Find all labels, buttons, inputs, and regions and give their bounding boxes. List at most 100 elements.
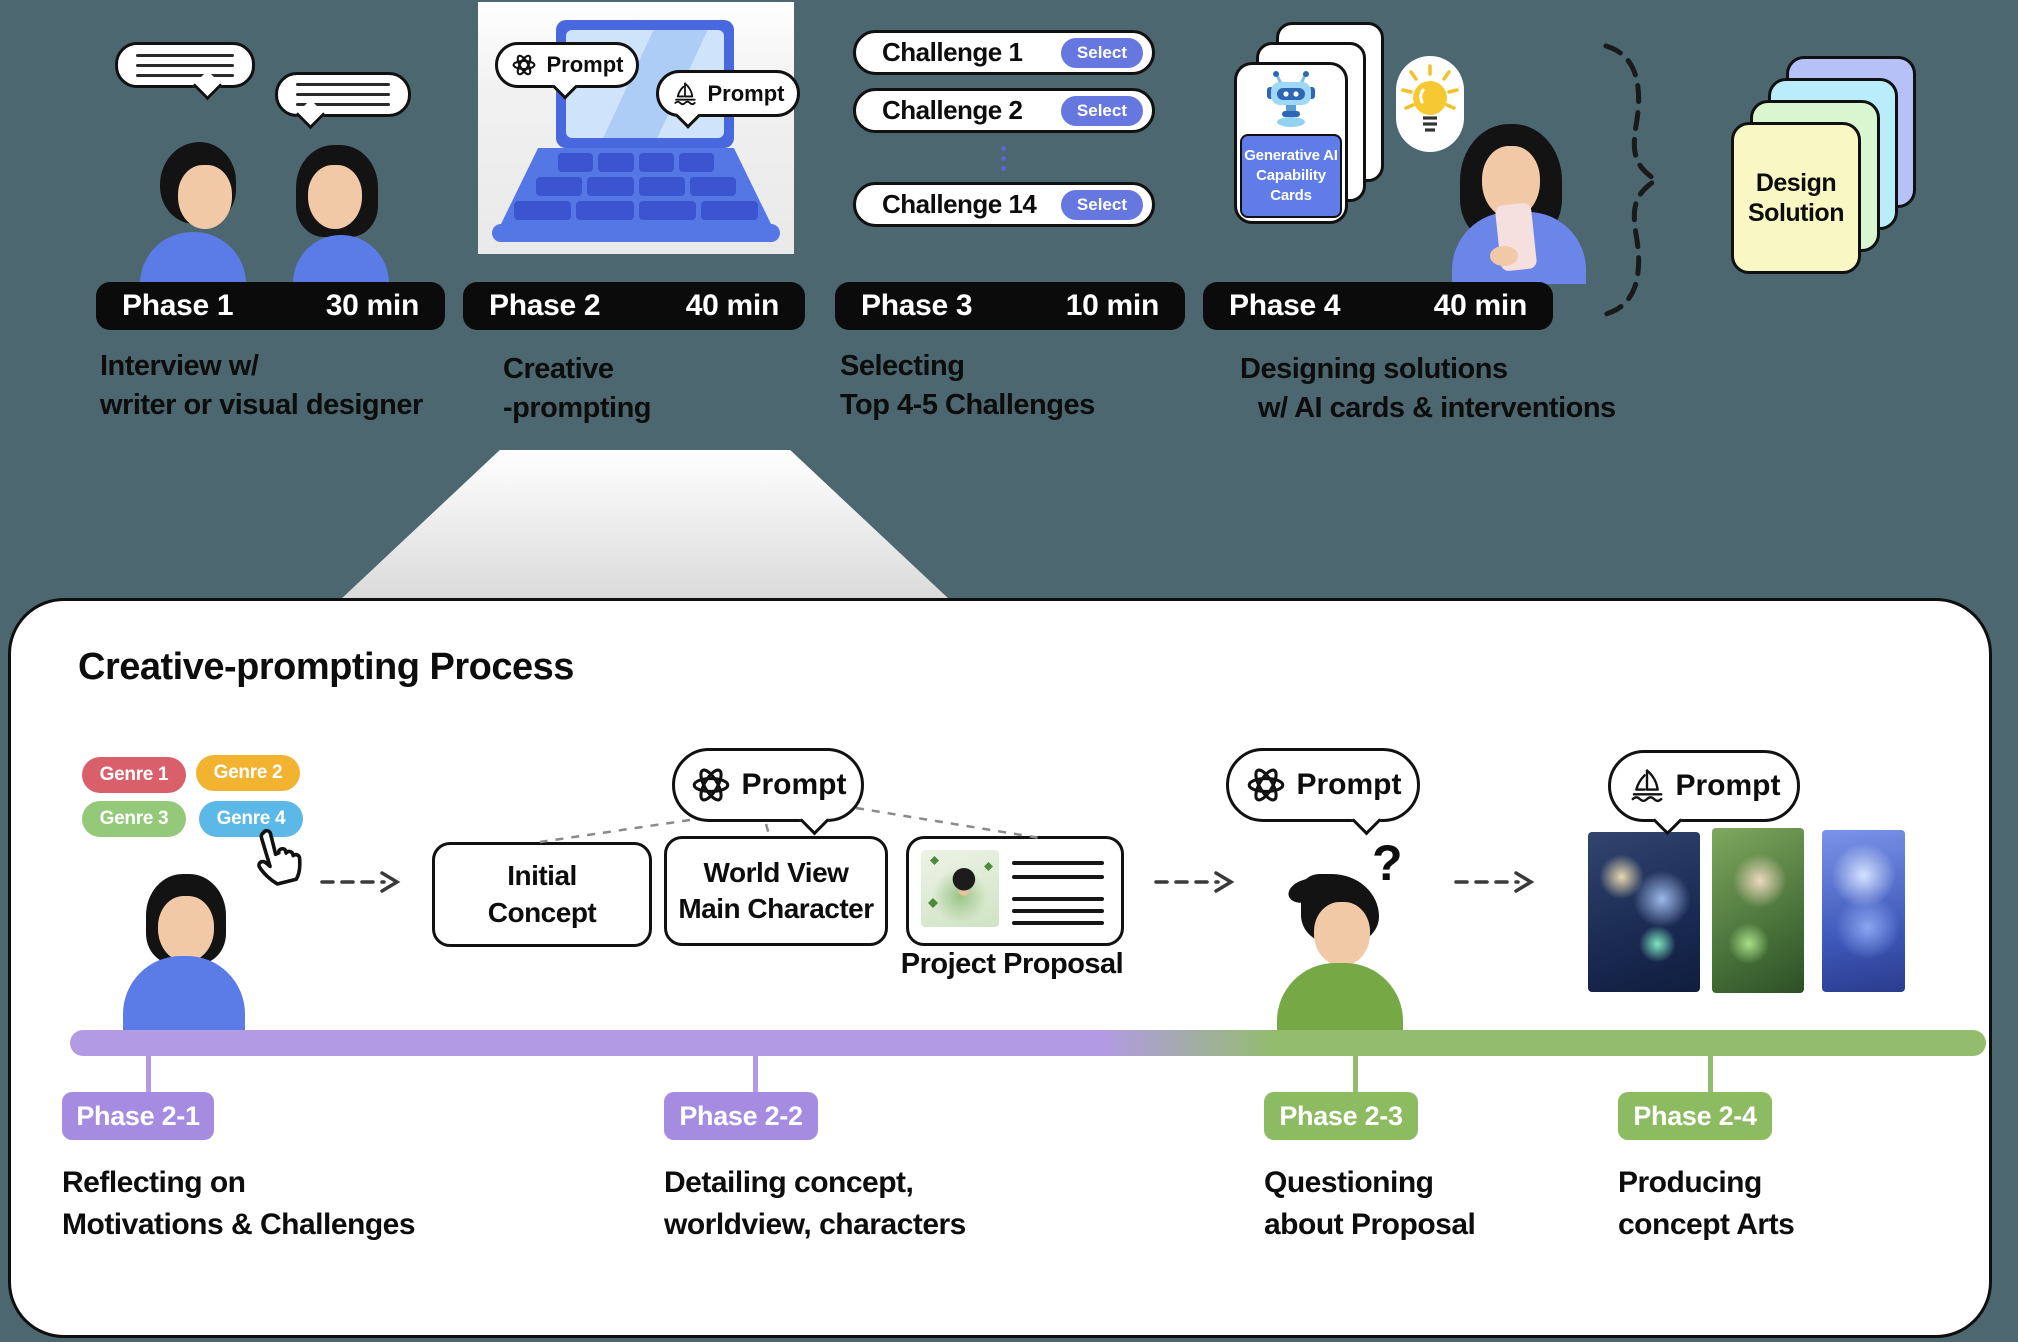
design-solution-label: Design <box>1755 169 1837 197</box>
laptop-base <box>492 224 780 242</box>
challenge-row: Challenge 14 Select <box>853 182 1155 227</box>
keyboard-key <box>689 177 736 196</box>
genre-chip-4[interactable]: Genre 4 <box>199 801 303 837</box>
ai-card-label-line: Generative AI <box>1244 146 1338 164</box>
openai-logo-icon <box>1247 768 1284 802</box>
phase2-timeline-bar <box>70 1030 1986 1056</box>
funnel-connector <box>340 450 950 600</box>
genre-chip-3[interactable]: Genre 3 <box>82 801 186 837</box>
caption-line: -prompting <box>503 392 652 424</box>
genre-chip-1[interactable]: Genre 1 <box>82 757 186 793</box>
caption-line: Reflecting on <box>62 1166 246 1199</box>
subphase-2-2-caption: Detailing concept, worldview, characters <box>664 1168 966 1252</box>
keyboard-row <box>500 153 772 172</box>
select-button[interactable]: Select <box>1060 189 1143 220</box>
phase-4-caption: Designing solutions w/ AI cards & interv… <box>1240 355 1616 433</box>
caption-line: Detailing concept, <box>664 1166 914 1199</box>
caption-line: Producing <box>1618 1166 1762 1199</box>
phase-duration: 30 min <box>325 289 420 322</box>
proposal-caption: Project Proposal <box>900 948 1124 980</box>
box-label-line: Initial <box>507 860 577 892</box>
speech-line <box>136 63 234 67</box>
keyboard-key <box>700 201 758 220</box>
design-solution-label: Solution <box>1748 199 1844 227</box>
keyboard-row <box>500 177 772 196</box>
subphase-2-4-caption: Producing concept Arts <box>1618 1166 1795 1252</box>
genre-chip-2[interactable]: Genre 2 <box>196 755 300 791</box>
phase-1-caption: Interview w/ writer or visual designer <box>100 352 423 430</box>
man-face <box>1314 902 1370 966</box>
box-label-line: Concept <box>487 896 597 928</box>
caption-line: Motivations & Challenges <box>62 1208 416 1241</box>
text-line <box>1012 861 1104 865</box>
hand-cursor-icon <box>257 828 302 886</box>
subphase-badge-2-2: Phase 2-2 <box>664 1092 818 1140</box>
subphase-label: Phase 2-3 <box>1279 1100 1403 1131</box>
timeline-stem <box>1708 1052 1713 1096</box>
caption-line: Interview w/ <box>100 350 259 382</box>
phase-label: Phase 1 <box>122 289 234 322</box>
subphase-badge-2-1: Phase 2-1 <box>62 1092 214 1140</box>
phase-duration: 40 min <box>1433 289 1528 322</box>
caption-line: concept Arts <box>1618 1208 1795 1241</box>
concept-art-1 <box>1588 832 1700 992</box>
challenge-label: Challenge 14 <box>882 189 1037 219</box>
phase-1-pill: Phase 1 30 min <box>96 282 445 330</box>
phase-2-caption: Creative -prompting <box>503 355 652 433</box>
sailboat-logo-icon <box>673 82 696 105</box>
phase-duration: 40 min <box>685 289 780 322</box>
genre-label: Genre 3 <box>99 808 169 829</box>
phase-label: Phase 3 <box>861 289 973 322</box>
ai-card-label-line: Capability <box>1256 166 1326 184</box>
woman-body <box>123 956 245 1036</box>
man-body <box>140 232 246 284</box>
caption-line: writer or visual designer <box>100 389 423 421</box>
lightbulb-icon <box>1401 64 1459 132</box>
caption-line: worldview, characters <box>664 1208 966 1241</box>
genre-label: Genre 4 <box>216 808 286 829</box>
chatgpt-prompt-bubble: Prompt <box>1226 748 1420 836</box>
keyboard-key <box>638 153 674 172</box>
speech-line <box>296 83 390 86</box>
phase-3-caption: Selecting Top 4-5 Challenges <box>840 352 1095 430</box>
prompt-label: Prompt <box>1675 769 1781 802</box>
ellipsis-dots-icon <box>1001 146 1006 171</box>
world-view-box: World View Main Character <box>664 836 888 946</box>
prompt-label: Prompt <box>546 52 624 77</box>
laptop-keyboard <box>500 148 772 226</box>
prompt-label: Prompt <box>1296 768 1402 801</box>
woman-body <box>293 235 389 284</box>
speech-line <box>296 93 390 96</box>
subphase-badge-2-4: Phase 2-4 <box>1618 1092 1772 1140</box>
ai-card-label: Generative AI Capability Cards <box>1240 134 1342 218</box>
caption-line: Top 4-5 Challenges <box>840 389 1095 421</box>
select-button[interactable]: Select <box>1060 95 1143 126</box>
keyboard-key <box>598 153 634 172</box>
timeline-stem <box>146 1052 151 1096</box>
subphase-label: Phase 2-1 <box>76 1100 200 1131</box>
select-button[interactable]: Select <box>1060 37 1143 68</box>
speech-bubble-icon <box>275 72 411 130</box>
genre-label: Genre 1 <box>99 764 169 785</box>
butterfly-icon <box>984 862 993 871</box>
keyboard-key <box>638 201 696 220</box>
caption-line: w/ AI cards & interventions <box>1258 392 1616 424</box>
speech-line <box>136 53 234 57</box>
text-line <box>1012 921 1104 925</box>
timeline-stem <box>753 1052 758 1096</box>
man-face <box>178 165 232 229</box>
prompt-label: Prompt <box>741 768 847 801</box>
openai-logo-icon <box>512 54 535 76</box>
subphase-badge-2-3: Phase 2-3 <box>1264 1092 1418 1140</box>
genre-label: Genre 2 <box>213 762 283 783</box>
butterfly-icon <box>928 898 938 908</box>
phase-label: Phase 2 <box>489 289 601 322</box>
phase-3-pill: Phase 3 10 min <box>835 282 1185 330</box>
concept-art-3 <box>1822 830 1905 992</box>
subphase-2-3-caption: Questioning about Proposal <box>1264 1168 1476 1252</box>
question-mark: ? <box>1372 835 1403 891</box>
challenge-label: Challenge 1 <box>882 37 1023 67</box>
phase-4-pill: Phase 4 40 min <box>1203 282 1553 330</box>
butterfly-icon <box>930 856 939 865</box>
